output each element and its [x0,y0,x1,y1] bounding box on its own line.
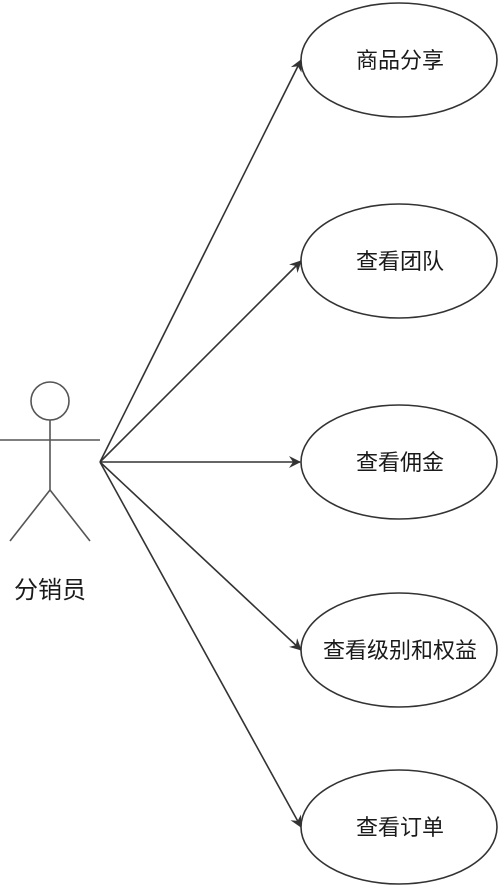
use-case-label: 查看团队 [356,250,444,275]
association-arrow-2 [99,260,302,463]
use-case-ellipse [300,592,498,708]
actor-left-leg [9,489,51,542]
use-case-label: 查看佣金 [356,451,444,476]
use-case-label: 查看订单 [356,816,444,841]
use-case-view-team[interactable]: 查看团队 [300,203,498,319]
actor-label: 分销员 [14,576,86,604]
use-case-view-level-and-benefits[interactable]: 查看级别和权益 [300,592,498,708]
use-case-ellipse [300,769,498,885]
association-arrow-4 [99,461,302,651]
actor-right-leg [49,489,91,542]
association-arrow-1 [99,59,302,463]
use-case-ellipse [300,2,498,118]
use-case-label: 商品分享 [356,49,444,74]
use-case-label: 查看级别和权益 [323,639,477,664]
use-case-view-orders[interactable]: 查看订单 [300,769,498,885]
association-arrow-5 [99,461,302,828]
use-case-view-commission[interactable]: 查看佣金 [300,404,498,520]
use-case-share-products[interactable]: 商品分享 [300,2,498,118]
associations [99,59,302,828]
use-case-ellipse [300,203,498,319]
use-case-ellipse [300,404,498,520]
actor-head [30,381,70,421]
actor-figure [0,381,100,542]
